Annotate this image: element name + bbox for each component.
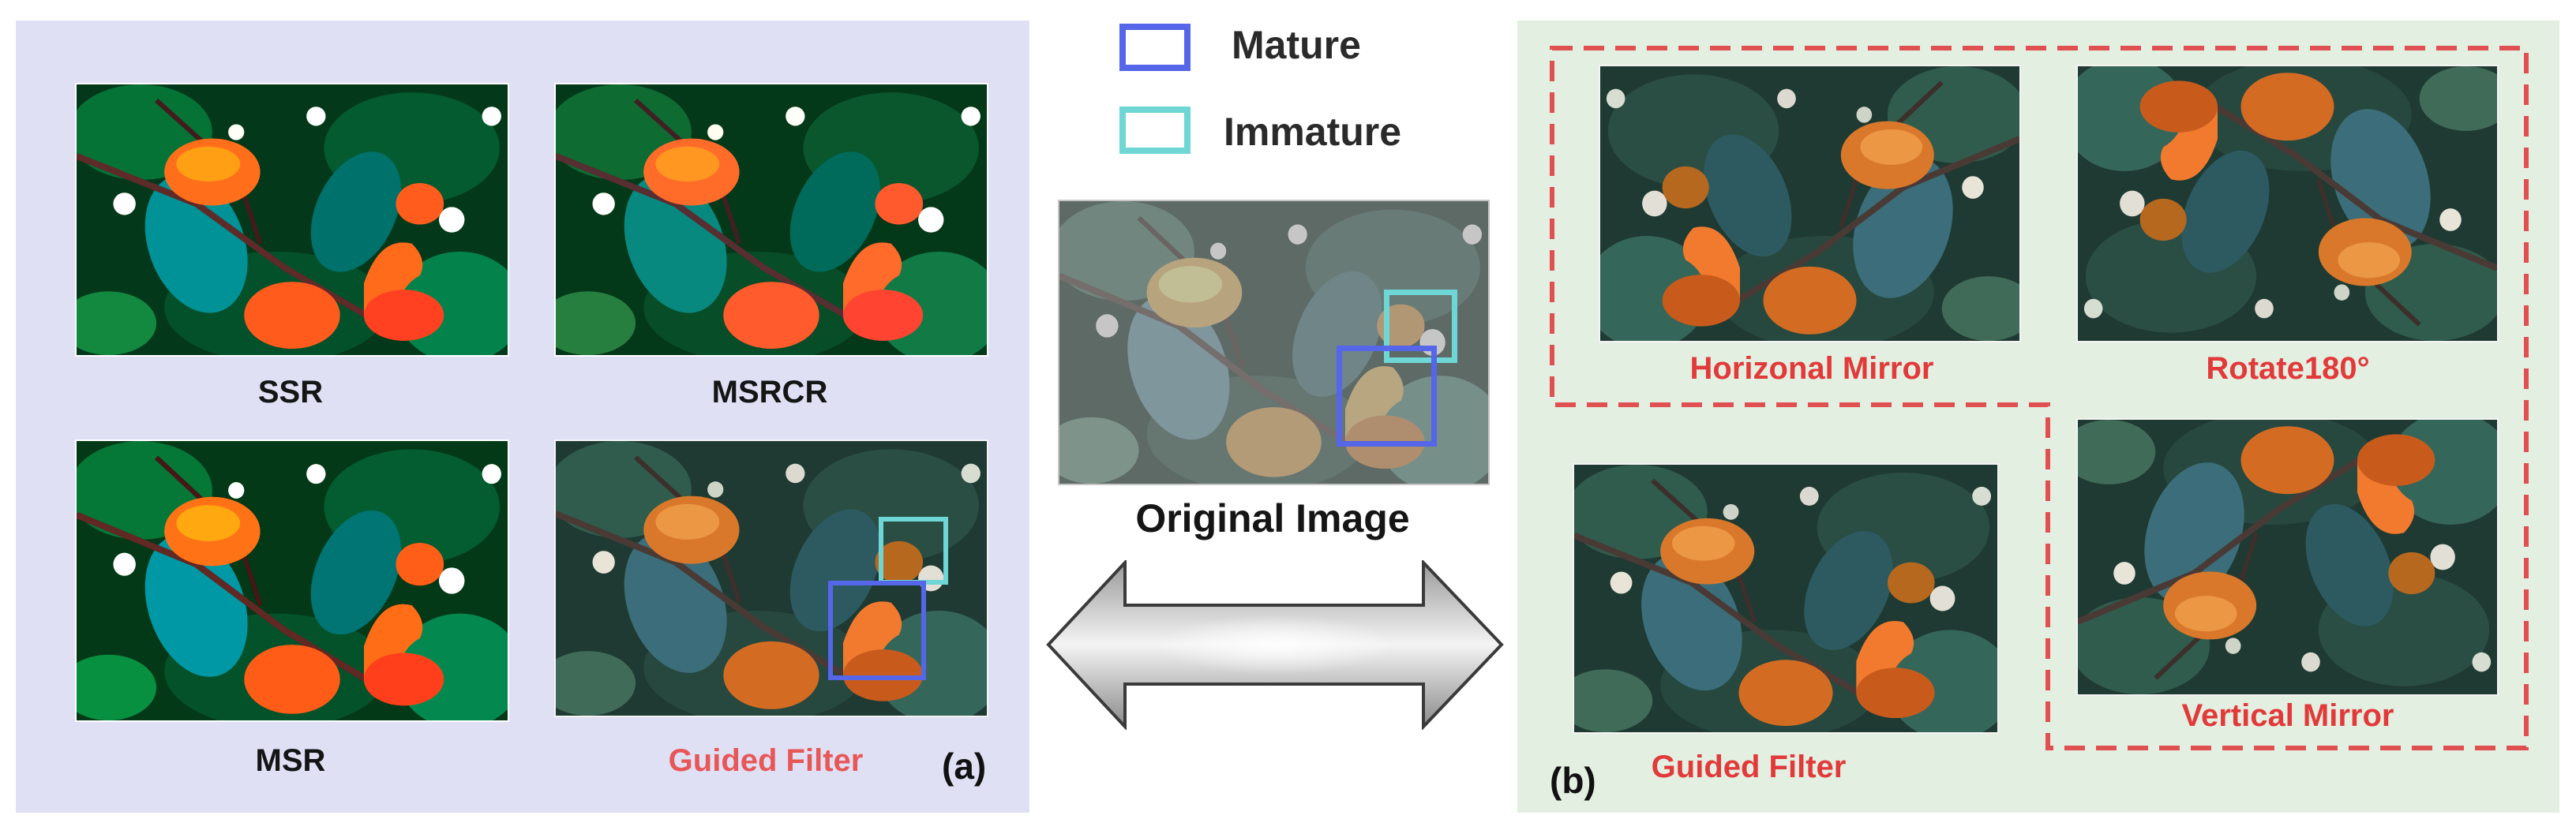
msr-caption: MSR — [255, 743, 326, 778]
horizontal-mirror-image — [1599, 65, 2021, 342]
mature-legend-swatch — [1119, 24, 1191, 71]
guided-filter-caption-b: Guided Filter — [1651, 750, 1847, 784]
immature-detection-box — [879, 517, 948, 585]
guided-filter-caption-a: Guided Filter — [668, 743, 864, 778]
augmentation-dashed-region — [1550, 46, 2529, 750]
msr-image — [75, 439, 509, 722]
original-mature-box — [1337, 346, 1437, 447]
msrcr-image — [554, 83, 988, 357]
panel-a-label: (a) — [942, 746, 987, 787]
ssr-caption: SSR — [257, 375, 324, 410]
mature-legend-label: Mature — [1232, 23, 1361, 67]
original-image — [1058, 200, 1490, 485]
immature-legend-swatch — [1119, 107, 1191, 154]
guided-filter-image-a — [554, 439, 988, 717]
vertical-mirror-caption: Vertical Mirror — [2181, 698, 2394, 733]
immature-legend-label: Immature — [1224, 110, 1402, 154]
panel-b-label: (b) — [1550, 760, 1596, 801]
ssr-image — [75, 83, 509, 357]
rotate180-caption: Rotate180° — [2206, 351, 2370, 386]
mature-detection-box — [828, 581, 926, 680]
double-arrow-icon — [1046, 560, 1504, 730]
vertical-mirror-image — [2076, 418, 2499, 696]
guided-filter-image-b — [1573, 463, 1999, 734]
msrcr-caption: MSRCR — [711, 375, 828, 410]
rotate180-image — [2076, 65, 2499, 342]
original-image-caption: Original Image — [1135, 496, 1410, 540]
original-immature-box — [1384, 290, 1457, 363]
horizontal-mirror-caption: Horizonal Mirror — [1689, 351, 1934, 386]
